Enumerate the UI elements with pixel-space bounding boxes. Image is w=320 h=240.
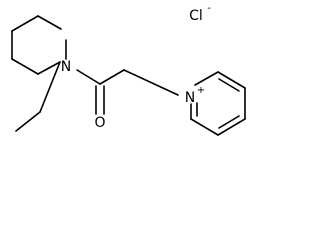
bond-n-carbonyl <box>76 69 101 85</box>
bond-c2-ethyl-ch2 <box>39 61 61 113</box>
bond-carbonyl-ch2 <box>99 69 125 85</box>
bond-pyr-c4-c5 <box>217 118 246 136</box>
bond-pyr-c2-c3 <box>217 71 246 89</box>
chloride-charge-label: - <box>207 3 211 14</box>
bond-ch2-pyridinium-n <box>123 69 179 96</box>
chloride-label: Cl <box>189 8 203 24</box>
bond-ring-c4-c3 <box>11 58 39 75</box>
bond-ethyl-ch2-ch3 <box>15 111 41 132</box>
bond-ring-c3-c2 <box>37 61 61 75</box>
pyridinium-charge-label: + <box>197 85 205 96</box>
molecule-drawing: N O N + Cl - <box>11 3 246 136</box>
pyridinium-nitrogen-label: N <box>185 90 195 106</box>
bond-ring-c6-c5 <box>11 15 39 32</box>
piperidine-nitrogen-label: N <box>61 59 71 75</box>
structure-diagram: N O N + Cl - <box>11 3 246 136</box>
bond-pyr-c5-c6 <box>190 118 219 136</box>
bond-pyr-inner-c4-c5 <box>218 115 240 129</box>
bond-pyr-inner-c2-c3 <box>218 78 240 92</box>
bond-pyr-n-c2 <box>194 71 219 86</box>
carbonyl-oxygen-label: O <box>94 115 105 131</box>
bond-ring-c6-n <box>37 15 62 30</box>
